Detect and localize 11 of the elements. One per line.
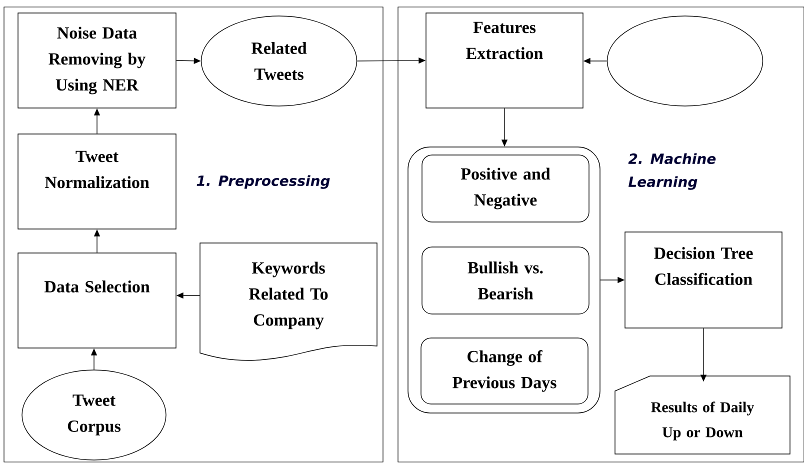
process-box: Data Selection — [18, 252, 176, 348]
rounded-box: Bullish vs. Bearish — [422, 246, 590, 314]
rounded-box: Positive and Negative — [422, 154, 590, 222]
data-ellipse — [606, 16, 764, 106]
output-card: Results of Daily Up or Down — [614, 376, 790, 454]
process-box: Noise Data Removing by Using NER — [18, 12, 176, 108]
process-box: Features Extraction — [426, 12, 584, 108]
rounded-box: Change of Previous Days — [420, 338, 588, 404]
process-box: Decision Tree Classification — [624, 232, 782, 328]
process-box: Tweet Normalization — [18, 134, 176, 230]
group-container — [408, 146, 600, 414]
